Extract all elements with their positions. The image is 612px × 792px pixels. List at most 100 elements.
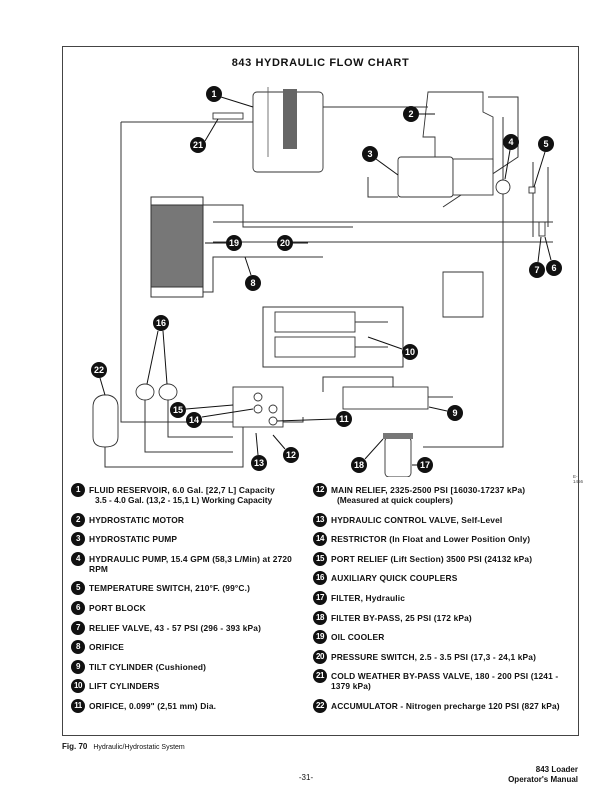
legend-sublabel: 3.5 - 4.0 Gal. (13,2 - 15,1 L) Working C… [95,495,273,505]
legend-item-10: 10 LIFT CYLINDERS [71,679,311,694]
legend-item-4: 4 HYDRAULIC PUMP, 15.4 GPM (58,3 L/Min) a… [71,551,311,574]
legend-number: 10 [71,679,85,694]
legend-label: HYDROSTATIC MOTOR [89,514,185,525]
legend-item-5: 5 TEMPERATURE SWITCH, 210°F. (99°C.) [71,581,311,596]
manual-title-line2: Operator's Manual [508,775,578,784]
callout-8: 8 [245,275,261,291]
legend-number: 13 [313,512,327,527]
lift-cylinder-upper [274,311,356,333]
lift-cylinder-lower [274,336,356,358]
legend-number: 14 [313,532,327,547]
valve-port-2 [253,404,263,414]
figure-frame: 843 HYDRAULIC FLOW CHART [62,46,583,736]
callout-9: 9 [447,405,463,421]
legend-sublabel: (Measured at quick couplers) [337,495,453,505]
engine-block [442,271,484,318]
legend-label: ORIFICE [89,642,125,653]
cooler-line-upper [203,204,353,228]
manual-title-line1: 843 Loader [535,765,578,774]
legend-label: RELIEF VALVE, 43 - 57 PSI (296 - 393 kPa… [89,622,262,633]
port-block-lines [532,162,549,237]
legend-number: 9 [71,659,85,674]
legend-number: 1 [71,483,85,497]
legend-number: 21 [313,669,327,684]
svg-text:13: 13 [254,458,264,468]
callout-14: 14 [186,412,202,428]
legend-number: 22 [313,698,327,713]
legend-number: 16 [313,571,327,586]
callout-5: 5 [538,136,554,152]
legend-number: 3 [71,532,85,547]
legend-number: 15 [313,551,327,566]
callout-16: 16 [153,315,169,331]
legend-label: LIFT CYLINDERS [89,681,160,692]
pump-loop [367,177,398,198]
callout-7: 7 [529,262,545,278]
legend-item-17: 17 FILTER, Hydraulic [313,590,575,605]
svg-text:17: 17 [420,460,430,470]
legend-label: PRESSURE SWITCH, 2.5 - 3.5 PSI (17,3 - 2… [331,651,537,662]
figure-title: 843 HYDRAULIC FLOW CHART [231,57,410,69]
legend-number: 12 [313,483,327,497]
lift-circuit [262,306,404,368]
pump-housing [452,158,494,196]
legend-item-15: 15 PORT RELIEF (Lift Section) 3500 PSI (2… [313,551,575,566]
svg-text:15: 15 [173,405,183,415]
legend-number: 18 [313,610,327,625]
legend-label: TEMPERATURE SWITCH, 210°F. (99°C.) [89,583,251,594]
legend-item-18: 18 FILTER BY-PASS, 25 PSI (172 kPa) [313,610,575,625]
callout-10: 10 [402,344,418,360]
legend-right: 12 MAIN RELIEF, 2325-2500 PSI [16030-1723… [313,483,575,721]
hydrostatic-pump [397,156,454,198]
legend-number: 11 [71,698,85,713]
legend-label: ACCUMULATOR - Nitrogen precharge 120 PSI… [331,700,560,711]
reservoir-filter-element [283,89,297,149]
legend-label: HYDRAULIC CONTROL VALVE, Self-Level [331,514,503,525]
legend-item-22: 22 ACCUMULATOR - Nitrogen precharge 120 P… [313,698,575,713]
svg-text:5: 5 [543,139,548,149]
svg-text:9: 9 [452,408,457,418]
legend-label: HYDRAULIC PUMP, 15.4 GPM (58,3 L/Min) at… [89,553,292,574]
svg-text:18: 18 [354,460,364,470]
callout-13: 13 [251,455,267,471]
legend-label: FILTER BY-PASS, 25 PSI (172 kPa) [331,612,472,623]
legend-number: 17 [313,590,327,605]
legend-label: PORT RELIEF (Lift Section) 3500 PSI (241… [331,553,533,564]
svg-text:1: 1 [211,89,216,99]
svg-text:10: 10 [405,347,415,357]
callout-18: 18 [351,457,367,473]
legend-label: TILT CYLINDER (Cushioned) [89,661,207,672]
coupler-lines [144,400,233,453]
svg-text:8: 8 [250,278,255,288]
tilt-cylinder [342,386,429,410]
legend-number: 20 [313,649,327,664]
temperature-switch [528,186,536,194]
drawing-reference: E-1456 [573,474,584,484]
legend-number: 5 [71,581,85,596]
legend-item-12: 12 MAIN RELIEF, 2325-2500 PSI [16030-1723… [313,483,575,505]
legend-number: 8 [71,640,85,655]
valve-port-3 [268,404,278,414]
accumulator-line [104,427,244,468]
callout-15: 15 [170,402,186,418]
accumulator [92,394,119,448]
legend-label: FILTER, Hydraulic [331,592,406,603]
svg-text:20: 20 [280,238,290,248]
tilt-line [322,376,394,392]
svg-text:4: 4 [508,137,513,147]
callout-4: 4 [503,134,519,150]
legend-number: 7 [71,620,85,635]
legend-label: MAIN RELIEF, 2325-2500 PSI [16030-17237 … [331,485,526,495]
valve-port-4 [268,416,278,426]
legend-item-13: 13 HYDRAULIC CONTROL VALVE, Self-Level [313,512,575,527]
legend-number: 4 [71,551,85,566]
legend-item-7: 7 RELIEF VALVE, 43 - 57 PSI (296 - 393 kP… [71,620,311,635]
svg-text:21: 21 [193,140,203,150]
